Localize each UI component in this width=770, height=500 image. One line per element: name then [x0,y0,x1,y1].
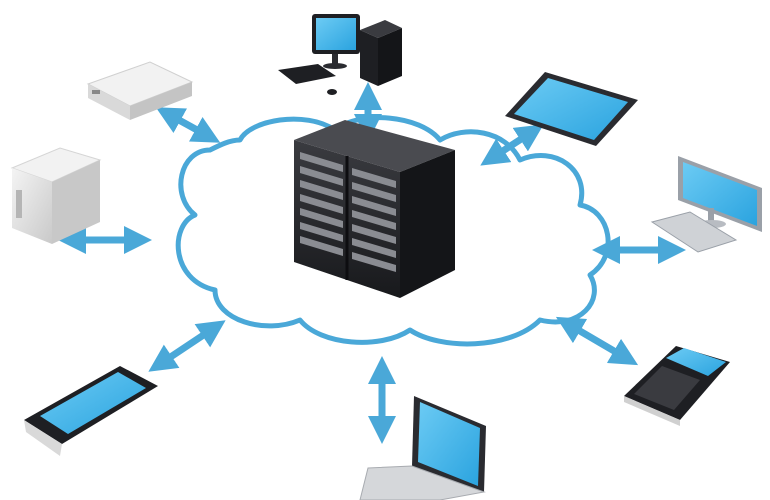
flat-monitor-workstation-icon [650,156,762,253]
touch-smartphone-icon [24,366,158,456]
arrow-touch-phone [148,320,226,372]
network-appliance-icon [86,61,194,120]
server-rack [294,120,455,298]
desktop-computer-icon [278,14,402,95]
arrow-appliance [155,107,221,143]
tower-server-icon [10,147,102,244]
arrow-tablet [480,124,544,166]
tablet-icon [505,72,638,146]
laptop-icon [359,396,486,500]
connection-arrows [58,82,686,444]
qwerty-smartphone-icon [624,346,730,426]
arrow-qwerty-phone [555,316,639,366]
